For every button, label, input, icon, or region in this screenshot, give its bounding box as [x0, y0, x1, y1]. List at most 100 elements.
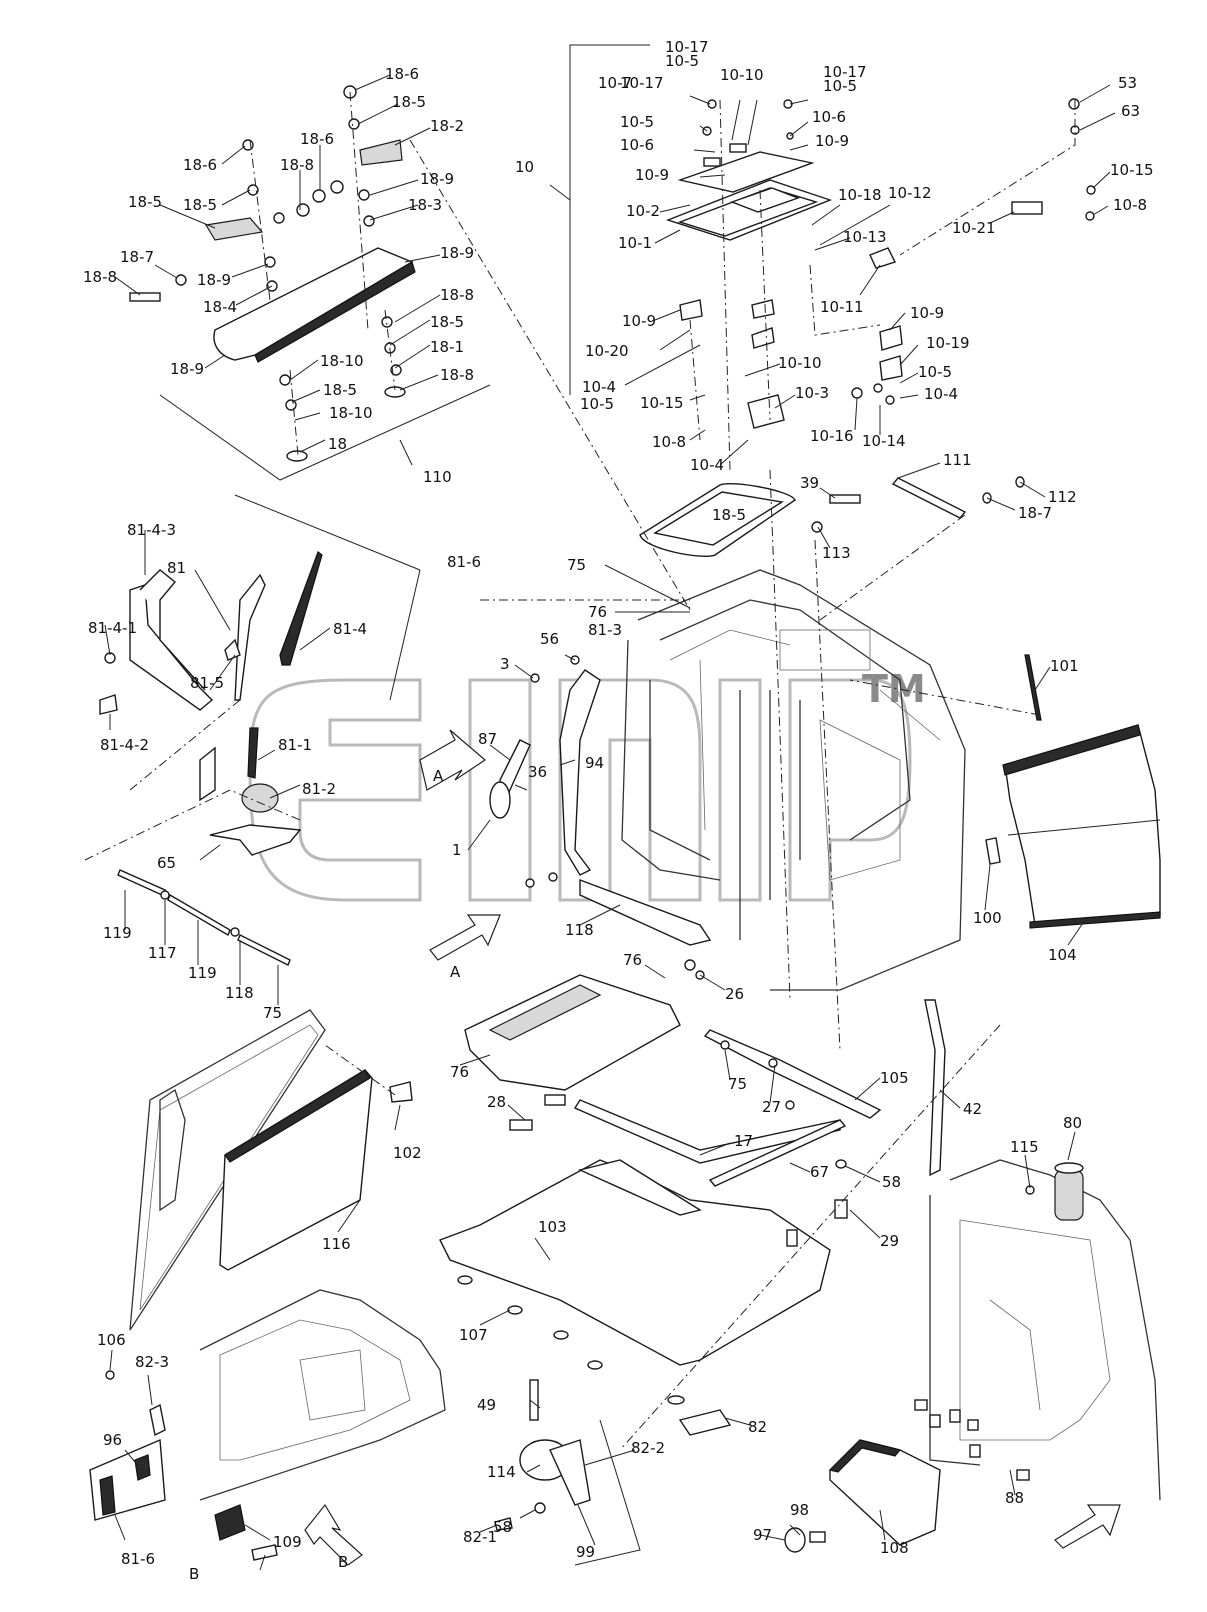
part-callout-label: 100: [973, 909, 1002, 927]
part-callout-label: 101: [1050, 657, 1079, 675]
part-callout-label: 1: [452, 841, 462, 859]
part-callout-label: 10-9: [815, 132, 849, 150]
part-callout-label: 81-4-2: [100, 736, 149, 754]
part-callout-label: B: [189, 1565, 199, 1583]
part-callout-label: 58: [882, 1173, 901, 1191]
part-callout-label: 18-8: [440, 366, 474, 384]
part-callout-label: 10-13: [843, 228, 887, 246]
part-callout-label: 10-5: [918, 363, 952, 381]
part-callout-label: 102: [393, 1144, 422, 1162]
part-callout-label: 88: [1005, 1489, 1024, 1507]
part-callout-label: 82-1: [463, 1528, 497, 1546]
part-callout-label: 117: [148, 944, 177, 962]
part-callout-label: 18-3: [408, 196, 442, 214]
part-callout-label: 18-6: [300, 130, 334, 148]
part-callout-label: 10-18: [838, 186, 882, 204]
part-callout-label: 18-7: [120, 248, 154, 266]
part-callout-label: 10-6: [812, 108, 846, 126]
part-callout-label: 18-1: [430, 338, 464, 356]
part-callout-label: 28: [487, 1093, 506, 1111]
part-callout-label: 18-5: [128, 193, 162, 211]
part-callout-label: 10-5: [620, 113, 654, 131]
part-callout-label: 18-5: [323, 381, 357, 399]
part-callout-label: 53: [1118, 74, 1137, 92]
part-callout-label: 81-3: [588, 621, 622, 639]
view-arrows: [304, 729, 1121, 1566]
part-callout-label: 10-17: [665, 38, 709, 56]
part-callout-label: 109: [273, 1533, 302, 1551]
part-callout-label: 119: [103, 924, 132, 942]
cab-frame-main: [621, 469, 966, 1051]
part-callout-label: 58: [493, 1518, 512, 1536]
part-callout-label: 81-6: [121, 1550, 155, 1568]
part-callout-label: A: [450, 963, 461, 981]
part-callout-label: 18-10: [320, 352, 364, 370]
part-callout-label: 98: [790, 1501, 809, 1519]
part-callout-label: 17: [734, 1132, 753, 1150]
part-callout-label: 10-9: [622, 312, 656, 330]
part-callout-label: 82-2: [631, 1439, 665, 1457]
part-callout-label: 10-11: [820, 298, 864, 316]
part-callout-label: 10-15: [1110, 161, 1154, 179]
part-callout-label: 94: [585, 754, 604, 772]
part-callout-label: 115: [1010, 1138, 1039, 1156]
part-callout-label: 10-16: [810, 427, 854, 445]
part-callout-label: 10-12: [888, 184, 932, 202]
part-callout-label: 18-8: [83, 268, 117, 286]
part-callout-label: 18-2: [430, 117, 464, 135]
view-a-arrow-lower: [1054, 1504, 1121, 1549]
part-callout-label: A: [433, 767, 444, 785]
part-callout-label: 10-20: [585, 342, 629, 360]
part-callout-label: 81-4: [333, 620, 367, 638]
part-callout-label: 111: [943, 451, 972, 469]
part-callout-label: 81-2: [302, 780, 336, 798]
part-callout-label: 26: [725, 985, 744, 1003]
part-callout-label: 99: [576, 1543, 595, 1561]
view-b-arrow-upper: [419, 729, 486, 791]
part-callout-label: 10-17: [823, 63, 867, 81]
part-callout-label: 65: [157, 854, 176, 872]
part-callout-label: 39: [800, 474, 819, 492]
leader-lines: [104, 74, 1116, 1571]
part-callout-label: 10-5: [823, 77, 857, 95]
part-callout-label: 105: [880, 1069, 909, 1087]
part-callout-label: 116: [322, 1235, 351, 1253]
part-callout-label: 18-5: [183, 196, 217, 214]
part-callout-label: 81-4-1: [88, 619, 137, 637]
part-callout-label: 18-9: [420, 170, 454, 188]
part-callout-label: 108: [880, 1539, 909, 1557]
front-glass-and-screen: [129, 1009, 413, 1331]
view-a-arrow-upper: [429, 914, 501, 961]
part-callout-label: 81-1: [278, 736, 312, 754]
part-callout-label: 18-9: [170, 360, 204, 378]
part-callout-label: 113: [822, 544, 851, 562]
part-callout-label: 3: [500, 655, 510, 673]
part-callout-label: 76: [588, 603, 607, 621]
part-callout-label: 18-4: [203, 298, 237, 316]
part-callout-label: 118: [225, 984, 254, 1002]
part-callout-label: 18-5: [392, 93, 426, 111]
part-callout-label: 27: [762, 1098, 781, 1116]
part-callout-label: 63: [1121, 102, 1140, 120]
part-callout-label: 10: [515, 158, 534, 176]
floor-panels: [439, 959, 1001, 1451]
part-callout-label: 10-8: [652, 433, 686, 451]
part-callout-label: 76: [450, 1063, 469, 1081]
part-callout-label: 10-10: [720, 66, 764, 84]
part-callout-label: 82: [748, 1418, 767, 1436]
part-callout-label: 18-9: [197, 271, 231, 289]
group-81-wiper: [84, 494, 421, 966]
part-callout-label: 18-5: [712, 506, 746, 524]
part-callout-label: 10-15: [640, 394, 684, 412]
part-callout-label: B: [338, 1553, 348, 1571]
part-callout-label: 42: [963, 1100, 982, 1118]
part-callout-label: 81-4-3: [127, 521, 176, 539]
part-callout-label: 10-9: [910, 304, 944, 322]
part-callout-label: 82-3: [135, 1353, 169, 1371]
part-callout-label: 67: [810, 1163, 829, 1181]
group-10-roof-hatch: [569, 44, 1096, 471]
part-callout-label: 80: [1063, 1114, 1082, 1132]
part-callout-label: 76: [623, 951, 642, 969]
